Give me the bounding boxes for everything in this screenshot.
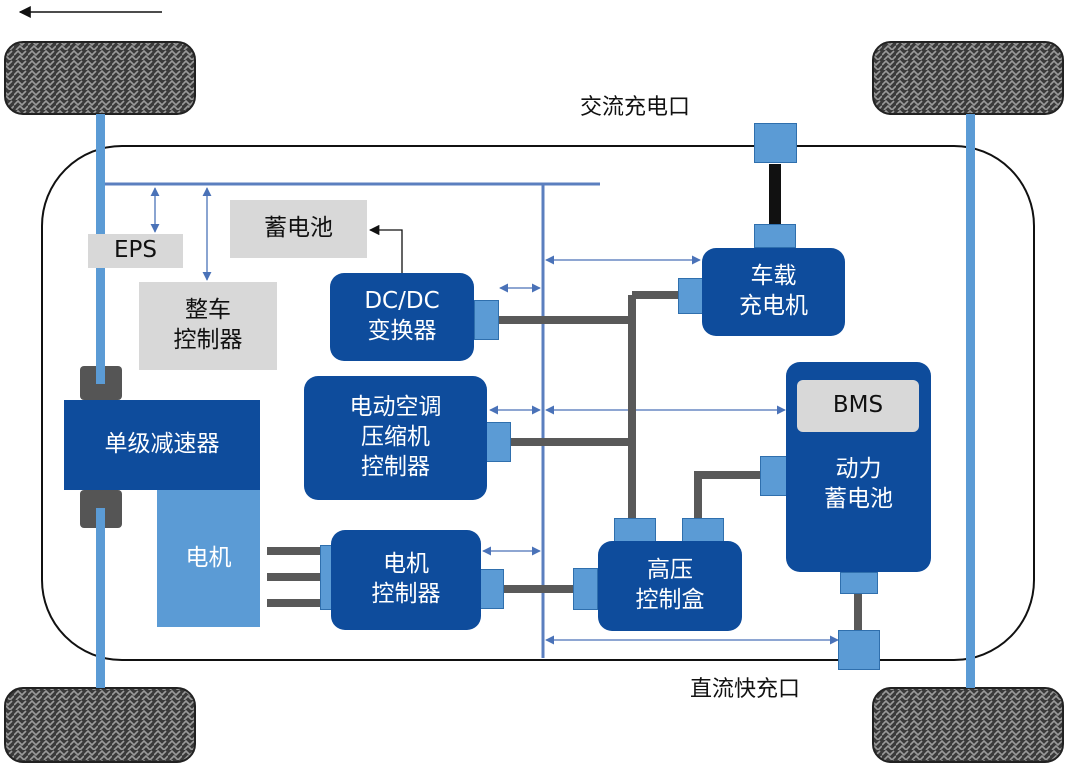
power-battery-box: BMS 动力 蓄电池 [786,362,931,572]
can-bus-links [150,187,839,645]
tire-icon [4,41,196,115]
motor-box: 电机 [157,490,260,627]
onboard-charger-box: 车载 充电机 [702,248,845,336]
obc-left-connector [678,278,703,314]
left-axle-seg [96,508,105,528]
compressor-connector [486,422,511,462]
dcdc-to-battery-arrow [368,224,403,273]
motor-controller-right-connector [479,569,504,609]
vehicle-controller-label: 整车 控制器 [139,282,277,370]
single-stage-reducer-box: 单级减速器 [64,400,260,490]
tire-icon [872,687,1064,763]
obc-top-connector [754,224,796,248]
hv-control-box: 高压 控制盒 [598,541,742,631]
dc-fast-charge-port-label: 直流快充口 [689,676,800,702]
hv-box-top-connector [614,518,656,543]
bms-label: BMS [797,380,919,432]
vehicle-body-outline [41,145,1035,661]
hv-box-left-connector [573,568,598,610]
right-axle [966,114,975,688]
hv-cables [267,291,862,630]
hv-box-top-connector [682,518,724,543]
dcdc-connector [474,300,499,340]
left-axle-seg [96,366,105,384]
motor-controller-box: 电机 控制器 [331,530,481,630]
battery-left-connector [760,456,788,496]
power-battery-label: 动力 蓄电池 [824,456,893,512]
dc-fast-charge-port-connector [838,630,880,670]
eps-label: EPS [88,234,183,268]
tire-icon [4,687,196,763]
battery-bottom-connector [840,572,878,594]
can-bus [105,182,600,658]
lv-battery-label: 蓄电池 [230,200,367,258]
ac-charge-port-label: 交流充电口 [579,94,690,120]
dcdc-converter-box: DC/DC 变换器 [330,273,474,361]
ac-charge-port-connector [754,123,797,163]
ac-compressor-controller-box: 电动空调 压缩机 控制器 [304,376,487,500]
tire-icon [872,41,1064,115]
